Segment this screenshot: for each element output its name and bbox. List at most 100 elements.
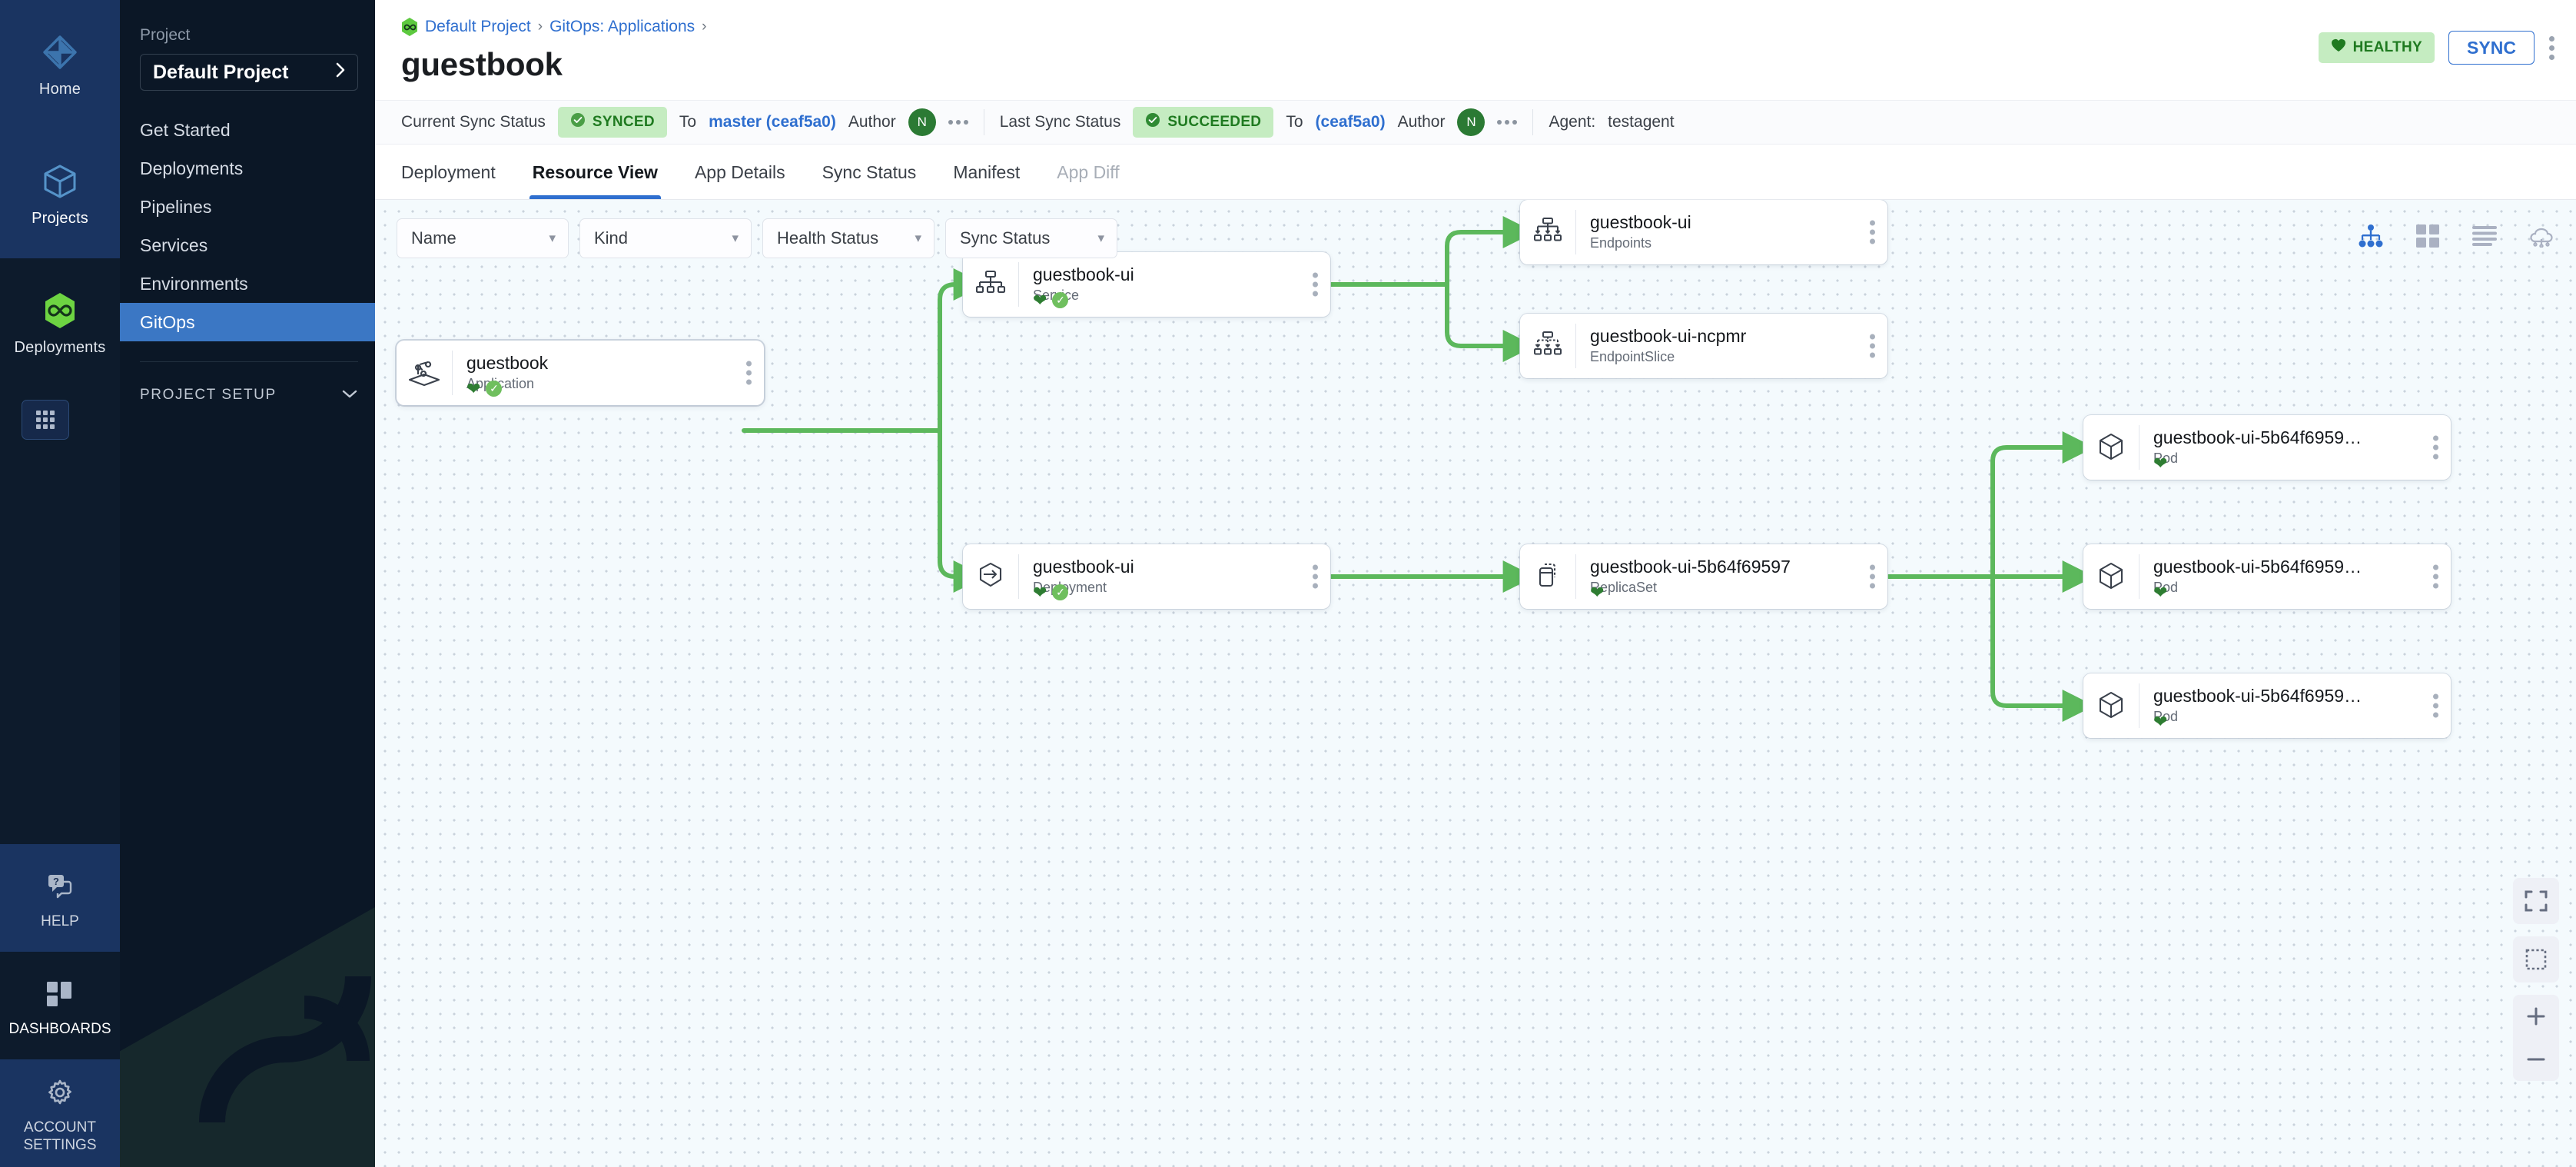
- graph-node-kind: Pod: [2153, 579, 2179, 595]
- health-status-label: HEALTHY: [2352, 39, 2422, 55]
- graph-node-title: guestbook-ui-5b64f6959…: [2153, 557, 2362, 577]
- graph-node-pod-1[interactable]: guestbook-ui-5b64f6959… Pod ❤: [2083, 415, 2451, 480]
- graph-node-kind: Endpoints: [1590, 234, 1652, 251]
- graph-node-service[interactable]: guestbook-ui Service ❤ ✓: [963, 252, 1330, 317]
- zoom-in-out-group: [2513, 995, 2559, 1081]
- breadcrumb-separator: ›: [702, 18, 707, 35]
- pod-icon: [2083, 560, 2139, 593]
- current-sync-more-icon[interactable]: [948, 120, 968, 125]
- current-sync-revision-link[interactable]: master (ceaf5a0): [709, 113, 836, 131]
- graph-node-deployment[interactable]: guestbook-ui Deployment ❤ ✓: [963, 544, 1330, 609]
- network-view-icon[interactable]: [2528, 223, 2554, 249]
- tab-app-details[interactable]: App Details: [676, 145, 804, 199]
- rail-item-dashboards[interactable]: DASHBOARDS: [0, 952, 120, 1059]
- graph-node-menu-icon[interactable]: [1313, 564, 1318, 589]
- tab-label: Deployment: [401, 161, 496, 182]
- tab-label: Manifest: [953, 161, 1021, 182]
- check-circle-icon: ✓: [486, 381, 503, 397]
- sidebar-project-setup-toggle[interactable]: PROJECT SETUP: [120, 379, 375, 411]
- apps-grid-icon[interactable]: [22, 400, 69, 440]
- rail-item-projects[interactable]: Projects: [0, 129, 120, 258]
- breadcrumb-separator: ›: [537, 18, 543, 35]
- last-sync-label: Last Sync Status: [999, 113, 1121, 131]
- last-sync-revision-link[interactable]: (ceaf5a0): [1315, 113, 1386, 131]
- chevron-down-icon: ▾: [732, 231, 739, 245]
- pod-icon: [2083, 431, 2139, 464]
- graph-node-endpointslice[interactable]: guestbook-ui-ncpmr EndpointSlice: [1520, 314, 1887, 378]
- graph-node-title: guestbook-ui: [1033, 557, 1134, 577]
- divider: [452, 351, 453, 395]
- filter-sync-status[interactable]: Sync Status ▾: [945, 218, 1117, 258]
- check-circle-icon: ✓: [1052, 584, 1069, 601]
- cube-icon: [39, 161, 81, 202]
- application-icon: [397, 356, 452, 390]
- help-chat-icon: ?: [39, 866, 81, 907]
- graph-node-body: guestbook Application ❤ ✓: [453, 354, 764, 397]
- graph-node-menu-icon[interactable]: [2433, 564, 2438, 589]
- graph-node-body: guestbook-ui Deployment ❤ ✓: [1019, 557, 1330, 601]
- sidebar-item-label: GitOps: [140, 311, 195, 332]
- graph-node-menu-icon[interactable]: [2433, 693, 2438, 718]
- heart-icon: ❤: [2153, 453, 2168, 473]
- sidebar-divider: [140, 361, 358, 362]
- zoom-in-icon[interactable]: [2513, 995, 2559, 1038]
- tab-resource-view[interactable]: Resource View: [514, 145, 676, 199]
- graph-node-badges: ❤ ✓: [1033, 291, 1069, 309]
- last-sync-group: Last Sync Status SUCCEEDED To (ceaf5a0) …: [1000, 107, 1518, 138]
- sidebar-item-label: Deployments: [140, 158, 244, 178]
- graph-node-application[interactable]: guestbook Application ❤ ✓: [397, 341, 764, 405]
- tab-app-diff: App Diff: [1038, 145, 1137, 199]
- sidebar-item-get-started[interactable]: Get Started: [120, 111, 375, 149]
- graph-node-kind: Deployment: [1033, 579, 1107, 595]
- graph-node-menu-icon[interactable]: [1870, 220, 1875, 244]
- graph-node-menu-icon[interactable]: [1870, 334, 1875, 358]
- tab-sync-status[interactable]: Sync Status: [804, 145, 935, 199]
- grid-view-icon[interactable]: [2415, 223, 2441, 249]
- zoom-out-icon[interactable]: [2513, 1038, 2559, 1081]
- graph-node-replicaset[interactable]: guestbook-ui-5b64f69597 ReplicaSet ❤: [1520, 544, 1887, 609]
- gitops-logo-icon: [401, 17, 418, 37]
- sidebar-item-label: Environments: [140, 273, 248, 294]
- breadcrumb-item-default-project[interactable]: Default Project: [425, 18, 531, 35]
- rail-item-home[interactable]: Home: [0, 0, 120, 129]
- sidebar-item-environments[interactable]: Environments: [120, 264, 375, 303]
- header-more-menu-icon[interactable]: [2548, 35, 2554, 60]
- graph-node-endpoints[interactable]: guestbook-ui Endpoints: [1520, 200, 1887, 264]
- rail-item-help[interactable]: ? HELP: [0, 844, 120, 952]
- sidebar-item-services[interactable]: Services: [120, 226, 375, 264]
- sidebar-item-label: Services: [140, 234, 208, 255]
- last-sync-more-icon[interactable]: [1497, 120, 1518, 125]
- filter-kind[interactable]: Kind ▾: [579, 218, 752, 258]
- graph-node-menu-icon[interactable]: [746, 361, 752, 385]
- resource-graph-canvas[interactable]: Name ▾ Kind ▾ Health Status ▾ Sync Statu…: [375, 200, 2576, 1167]
- breadcrumb: Default Project › GitOps: Applications ›: [401, 17, 2550, 37]
- graph-node-menu-icon[interactable]: [1870, 564, 1875, 589]
- chevron-down-icon: [341, 387, 358, 404]
- tab-manifest[interactable]: Manifest: [934, 145, 1038, 199]
- breadcrumb-item-gitops-applications[interactable]: GitOps: Applications: [549, 18, 695, 35]
- fit-screen-icon[interactable]: [2513, 878, 2559, 924]
- graph-node-menu-icon[interactable]: [2433, 435, 2438, 460]
- filter-health-status[interactable]: Health Status ▾: [762, 218, 934, 258]
- sidebar-item-deployments[interactable]: Deployments: [120, 149, 375, 188]
- sidebar-item-gitops[interactable]: GitOps: [120, 303, 375, 341]
- filter-name[interactable]: Name ▾: [397, 218, 569, 258]
- graph-node-pod-2[interactable]: guestbook-ui-5b64f6959… Pod ❤: [2083, 544, 2451, 609]
- tab-deployment[interactable]: Deployment: [401, 145, 514, 199]
- graph-node-pod-3[interactable]: guestbook-ui-5b64f6959… Pod ❤: [2083, 673, 2451, 738]
- tree-view-icon[interactable]: [2358, 223, 2384, 249]
- sync-button[interactable]: SYNC: [2448, 31, 2535, 65]
- last-sync-value: SUCCEEDED: [1167, 114, 1262, 130]
- graph-node-menu-icon[interactable]: [1313, 272, 1318, 297]
- project-selector-button[interactable]: Default Project: [140, 54, 358, 91]
- select-box-icon[interactable]: [2513, 936, 2559, 982]
- divider: [1575, 324, 1576, 368]
- rail-item-deployments[interactable]: Deployments: [0, 258, 120, 387]
- filter-label: Health Status: [777, 228, 879, 248]
- check-circle-icon: ✓: [1052, 292, 1069, 309]
- list-view-icon[interactable]: [2471, 223, 2498, 249]
- sidebar-item-pipelines[interactable]: Pipelines: [120, 188, 375, 226]
- rail-item-account-settings[interactable]: ACCOUNT SETTINGS: [0, 1059, 120, 1167]
- chevron-right-icon: [334, 62, 347, 84]
